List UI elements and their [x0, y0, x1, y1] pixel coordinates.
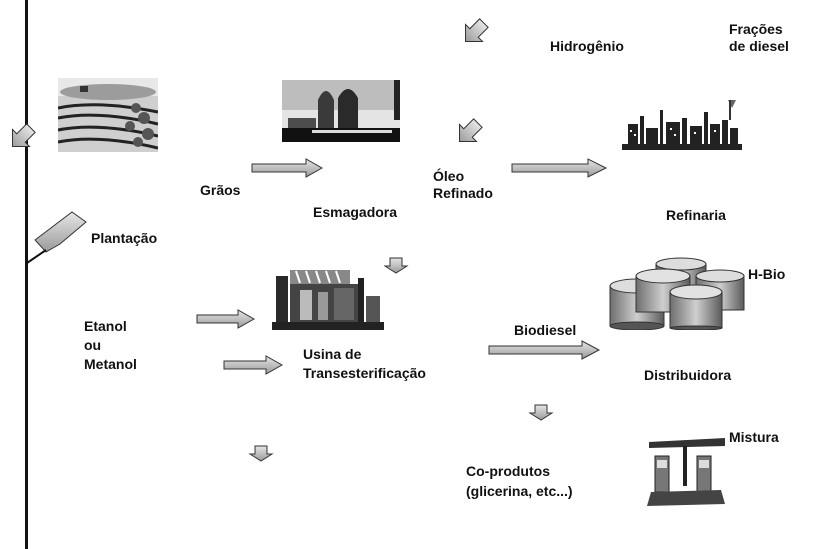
arrow-down-left — [248, 445, 274, 462]
arrow-etanol-to-usina-1 — [196, 309, 256, 329]
fuel-pump-image — [647, 430, 727, 510]
label-oleo-line2: Refinado — [433, 185, 493, 201]
label-biodiesel: Biodiesel — [514, 322, 577, 338]
arrow-etanol-to-usina-2 — [223, 355, 284, 375]
refinery-image — [622, 98, 742, 154]
label-etanol-line2: ou — [84, 337, 102, 353]
transesterification-plant-image — [272, 262, 384, 330]
label-fracoes-line1: Frações — [729, 21, 783, 37]
arrow-oleo-diagonal — [459, 118, 483, 142]
arrow-plantacao — [26, 211, 87, 264]
label-fracoes-line2: de diesel — [729, 38, 789, 54]
label-distribuidora: Distribuidora — [644, 367, 732, 383]
arrow-down-usina — [383, 257, 409, 274]
label-esmagadora: Esmagadora — [313, 204, 398, 220]
label-fracoes-de-diesel: Frações de diesel — [729, 21, 789, 55]
label-mistura: Mistura — [729, 429, 779, 445]
label-plantacao: Plantação — [91, 230, 158, 246]
label-hbio: H-Bio — [748, 266, 786, 282]
label-coprodutos-line2: (glicerina, etc...) — [466, 483, 573, 499]
arrow-hidrogenio — [465, 18, 489, 42]
label-usina-line1: Usina de — [303, 346, 362, 362]
label-etanol-metanol: Etanol ou Metanol — [84, 317, 137, 374]
crusher-image — [282, 80, 400, 142]
arrow-oleo-to-refinaria — [511, 158, 608, 178]
arrow-left-timeline — [12, 123, 36, 147]
plantation-image — [58, 78, 158, 152]
label-refinaria: Refinaria — [666, 207, 726, 223]
label-etanol-line3: Metanol — [84, 356, 137, 372]
label-usina-line2: Transesterificação — [303, 365, 426, 381]
label-oleo-line1: Óleo — [433, 168, 465, 184]
label-coprodutos: Co-produtos (glicerina, etc...) — [466, 461, 573, 501]
storage-tanks-image — [609, 257, 745, 330]
label-oleo-refinado: Óleo Refinado — [433, 168, 493, 202]
label-hidrogenio: Hidrogênio — [550, 38, 624, 54]
vertical-line — [25, 0, 28, 549]
label-coprodutos-line1: Co-produtos — [466, 463, 550, 479]
label-etanol-line1: Etanol — [84, 318, 127, 334]
arrow-graos-to-esmagadora — [251, 158, 324, 178]
label-graos: Grãos — [200, 182, 241, 198]
arrow-down-coprodutos — [528, 404, 554, 421]
label-usina-transesterificacao: Usina de Transesterificação — [303, 345, 426, 383]
arrow-biodiesel-to-distribuidora — [488, 340, 601, 360]
